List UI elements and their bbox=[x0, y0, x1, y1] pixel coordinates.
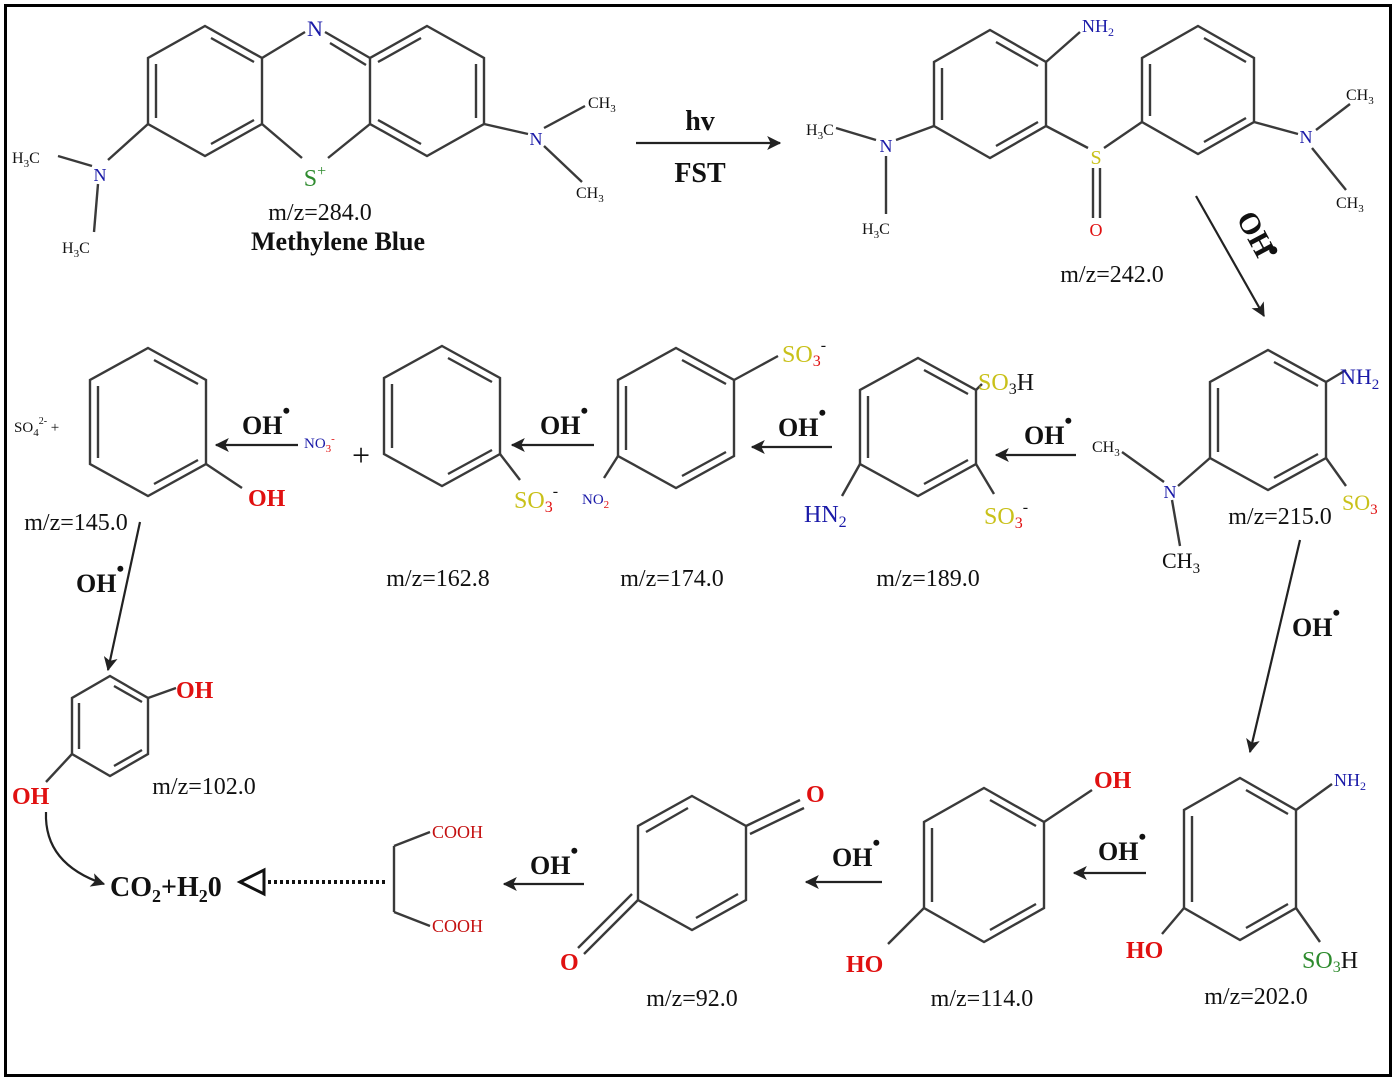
sulfate-ion: SO42- + bbox=[14, 416, 59, 439]
mb-right-amine-n: N bbox=[530, 129, 543, 149]
plus-sign: + bbox=[352, 437, 370, 473]
c92-o-top: O bbox=[806, 782, 825, 808]
c215-n: N bbox=[1164, 482, 1177, 502]
mz-202: m/z=202.0 bbox=[1204, 984, 1308, 1010]
c189-so3-minus: SO3- bbox=[984, 499, 1028, 532]
oh-arrow-145-102 bbox=[103, 521, 142, 672]
oh-label-202-114: OH• bbox=[1098, 824, 1146, 866]
c189-so3h: SO3H bbox=[978, 370, 1034, 398]
oh-label-145-102: OH• bbox=[76, 556, 124, 598]
c202-nh2: NH2 bbox=[1334, 770, 1366, 793]
compound-215 bbox=[1121, 348, 1347, 547]
sulfoxide-left-methyl-bottom: H3C bbox=[862, 221, 890, 241]
oh-label-92-succinic: OH• bbox=[530, 838, 578, 880]
oh-label-174-162: OH• bbox=[540, 398, 588, 440]
c215-so3: SO3 bbox=[1342, 490, 1378, 518]
hv-label: hv bbox=[685, 106, 715, 137]
methylene-blue-molecule bbox=[57, 24, 586, 233]
mz-174: m/z=174.0 bbox=[620, 566, 724, 592]
mz-145: m/z=145.0 bbox=[24, 510, 128, 536]
sulfoxide-intermediate bbox=[835, 24, 1351, 218]
open-arrowhead bbox=[236, 867, 266, 897]
sulfoxide-nh2: NH2 bbox=[1082, 16, 1114, 39]
oh-label-162-145: OH• bbox=[242, 398, 290, 440]
mz-114: m/z=114.0 bbox=[931, 986, 1034, 1012]
methylene-blue-label: Methylene Blue bbox=[251, 227, 425, 256]
mz-189: m/z=189.0 bbox=[876, 566, 980, 592]
oh-label-114-92: OH• bbox=[832, 830, 880, 872]
compound-145-phenol bbox=[88, 346, 243, 498]
mb-right-methyl-top: CH3 bbox=[588, 95, 616, 115]
sulfoxide-sulfur: S bbox=[1090, 147, 1101, 169]
fst-label: FST bbox=[674, 158, 726, 189]
oh-label-189-174: OH• bbox=[778, 400, 826, 442]
compound-174 bbox=[602, 346, 779, 490]
mz-92: m/z=92.0 bbox=[646, 986, 738, 1012]
oh-radical-dot-rotated: • bbox=[1268, 234, 1279, 267]
c215-nh2: NH2 bbox=[1340, 364, 1379, 393]
mb-left-methyl-bottom: H3C bbox=[62, 240, 90, 260]
mb-left-methyl-top: H3C bbox=[12, 150, 40, 170]
succinic-acid bbox=[392, 830, 431, 928]
mz-284: m/z=284.0 bbox=[268, 200, 372, 226]
c189-hn2: HN2 bbox=[804, 502, 847, 531]
c174-so3-minus: SO3- bbox=[782, 337, 826, 370]
mb-sulfur: S+ bbox=[304, 163, 326, 192]
mb-ring-nitrogen: N bbox=[307, 16, 323, 41]
sulfoxide-right-methyl-top: CH3 bbox=[1346, 87, 1374, 107]
c215-methyl-bottom: CH3 bbox=[1162, 548, 1200, 577]
oh-label-215-202: OH• bbox=[1292, 600, 1340, 642]
oh-arrow-242-215 bbox=[1195, 195, 1265, 318]
c102-oh-bottom: OH bbox=[12, 784, 50, 810]
c114-ho: HO bbox=[846, 952, 883, 978]
mb-left-amine-n: N bbox=[94, 165, 107, 185]
mz-242: m/z=242.0 bbox=[1060, 262, 1164, 288]
mz-215: m/z=215.0 bbox=[1228, 504, 1332, 530]
sulfoxide-left-n: N bbox=[880, 136, 893, 156]
c114-oh: OH bbox=[1094, 768, 1132, 794]
mb-right-methyl-bottom: CH3 bbox=[576, 185, 604, 205]
sulfoxide-right-methyl-bottom: CH3 bbox=[1336, 195, 1364, 215]
compound-202 bbox=[1161, 776, 1333, 943]
oh-arrow-215-202 bbox=[1246, 539, 1302, 754]
final-products: CO2+H20 bbox=[110, 872, 222, 906]
c102-oh-top: OH bbox=[176, 678, 214, 704]
sulfoxide-left-methyl-top: H3C bbox=[806, 122, 834, 142]
c202-so3h: SO3H bbox=[1302, 948, 1358, 976]
sulfoxide-right-n: N bbox=[1300, 127, 1313, 147]
c174-no2: NO2 bbox=[582, 492, 609, 511]
compound-114 bbox=[887, 786, 1093, 945]
sulfoxide-oxygen: O bbox=[1090, 220, 1103, 240]
c162-so3-minus: SO3- bbox=[514, 483, 558, 516]
compound-102-hydroquinone bbox=[45, 674, 177, 783]
mz-162: m/z=162.8 bbox=[386, 566, 490, 592]
c145-oh: OH bbox=[248, 486, 286, 512]
curved-arrow-to-co2 bbox=[44, 811, 106, 887]
c92-o-bottom: O bbox=[560, 950, 579, 976]
diagram-frame bbox=[4, 4, 1392, 1077]
cooh-top: COOH bbox=[432, 822, 483, 842]
c215-methyl-top: CH3 bbox=[1092, 439, 1120, 459]
compound-189 bbox=[840, 356, 996, 498]
compound-162 bbox=[382, 344, 521, 488]
mz-102: m/z=102.0 bbox=[152, 774, 256, 800]
nitrate-ion: NO3- bbox=[304, 433, 335, 455]
compound-92-benzoquinone bbox=[577, 794, 805, 955]
oh-label-215-189: OH• bbox=[1024, 408, 1072, 450]
cooh-bottom: COOH bbox=[432, 916, 483, 936]
c202-ho: HO bbox=[1126, 938, 1163, 964]
